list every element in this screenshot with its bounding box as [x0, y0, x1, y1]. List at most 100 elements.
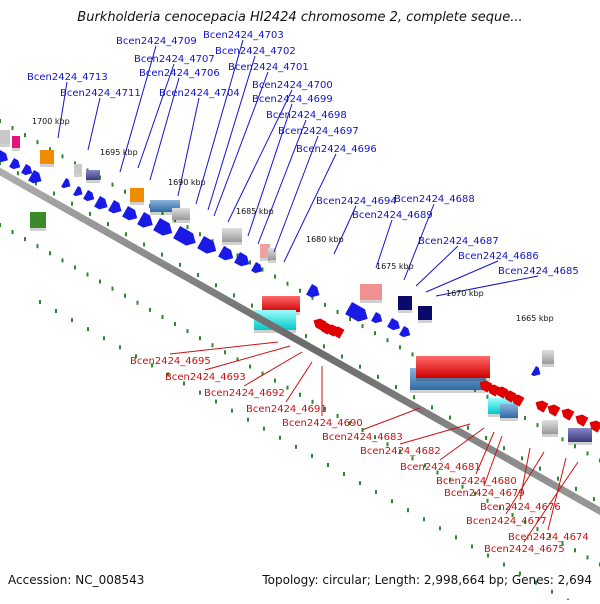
- feature-box: [416, 356, 490, 378]
- scale-label: 1700 kbp: [32, 117, 70, 126]
- scale-label: 1685 kbp: [236, 207, 274, 216]
- tick-mark: [99, 279, 101, 284]
- feature-box: [222, 228, 242, 242]
- tick-mark: [39, 300, 41, 304]
- gene-label-bcen2424_4703: Bcen2424_4703: [203, 30, 284, 41]
- tick-mark: [311, 453, 313, 458]
- gene-label-bcen2424_4697: Bcen2424_4697: [278, 126, 359, 137]
- backbone-line: [0, 167, 600, 516]
- tick-mark: [536, 423, 539, 428]
- gene-label-bcen2424_4692: Bcen2424_4692: [204, 388, 285, 399]
- tick-mark: [167, 372, 169, 377]
- gene-label-bcen2424_4683: Bcen2424_4683: [322, 432, 403, 443]
- gene-box-steel: [500, 404, 518, 421]
- feature-shadow: [172, 220, 190, 223]
- feature-shadow: [542, 434, 558, 437]
- label-leader: [483, 435, 503, 487]
- tick-mark: [336, 309, 339, 314]
- cds-forward: [306, 284, 320, 298]
- feature-box: [172, 208, 190, 220]
- tick-mark: [336, 413, 339, 418]
- feature-box: [260, 244, 270, 258]
- tick-mark: [0, 223, 1, 227]
- cds-arrow: [535, 400, 549, 413]
- tick-mark: [124, 293, 126, 298]
- scale-label: 1680 kbp: [306, 235, 344, 244]
- label-leader: [285, 361, 313, 403]
- feature-shadow: [268, 260, 276, 263]
- cds-forward: [173, 226, 196, 246]
- tick-mark: [436, 470, 439, 475]
- tick-mark: [274, 274, 276, 279]
- gene-label-bcen2424_4689: Bcen2424_4689: [352, 210, 433, 221]
- tick-mark: [586, 555, 589, 560]
- feature-box: [86, 170, 100, 180]
- gene-label-bcen2424_4674: Bcen2424_4674: [508, 532, 589, 543]
- tick-mark: [423, 517, 425, 522]
- tick-mark: [174, 218, 176, 223]
- feature-box: [542, 350, 554, 364]
- cds-forward: [137, 212, 153, 228]
- feature-box: [262, 296, 300, 312]
- map-title: Burkholderia cenocepacia HI2424 chromoso…: [77, 10, 523, 25]
- tick-mark: [413, 395, 415, 400]
- tick-mark: [449, 415, 451, 420]
- gene-label-bcen2424_4695: Bcen2424_4695: [130, 356, 211, 367]
- tick-mark: [391, 499, 393, 504]
- cds-arrow: [137, 212, 153, 228]
- gene-box-pink: [12, 136, 20, 151]
- cds-forward: [387, 318, 400, 331]
- feature-shadow: [130, 202, 144, 205]
- cds-forward: [9, 158, 21, 170]
- tick-mark: [386, 338, 389, 343]
- gene-box-grey: [0, 130, 10, 147]
- label-leader: [213, 71, 269, 217]
- cds-forward: [234, 252, 250, 267]
- tick-mark: [311, 295, 314, 300]
- tick-mark: [539, 466, 541, 471]
- tick-mark: [323, 344, 325, 349]
- label-leader: [475, 431, 495, 475]
- tick-mark: [236, 253, 239, 258]
- cds-arrow: [108, 200, 122, 214]
- label-leader: [207, 55, 256, 211]
- cds-forward: [345, 302, 368, 322]
- label-leader: [439, 427, 485, 461]
- scale-label: 1665 kbp: [516, 314, 554, 323]
- feature-box: [74, 164, 82, 174]
- feature-shadow: [74, 174, 82, 177]
- tick-mark: [233, 293, 235, 298]
- label-leader: [227, 89, 293, 223]
- tick-mark: [349, 317, 351, 322]
- tick-mark: [183, 381, 185, 386]
- tick-mark: [215, 283, 217, 288]
- cds-arrow: [218, 246, 234, 261]
- cds-reverse: [547, 404, 561, 417]
- tick-mark: [11, 230, 14, 235]
- tick-mark: [359, 481, 361, 486]
- cds-arrow: [306, 284, 320, 298]
- tick-mark: [151, 363, 153, 368]
- gene-label-bcen2424_4704: Bcen2424_4704: [159, 88, 240, 99]
- tick-mark: [86, 272, 89, 277]
- cds-arrow: [251, 262, 263, 274]
- cds-arrow: [122, 206, 138, 221]
- gene-label-bcen2424_4709: Bcen2424_4709: [116, 36, 197, 47]
- cds-arrow: [387, 318, 400, 331]
- label-leader: [425, 260, 499, 293]
- label-leader: [415, 245, 459, 287]
- feature-box: [398, 296, 412, 310]
- tick-mark: [11, 126, 14, 131]
- gene-label-bcen2424_4713: Bcen2424_4713: [27, 72, 108, 83]
- label-leader: [361, 407, 421, 431]
- cds-arrow: [83, 190, 95, 202]
- feature-box: [40, 150, 54, 164]
- tick-mark: [249, 364, 251, 369]
- tick-mark: [511, 512, 514, 517]
- tick-mark: [327, 462, 329, 467]
- cds-arrow: [589, 420, 600, 433]
- tick-mark: [474, 491, 476, 496]
- feature-shadow: [12, 148, 20, 151]
- feature-box: [130, 188, 144, 202]
